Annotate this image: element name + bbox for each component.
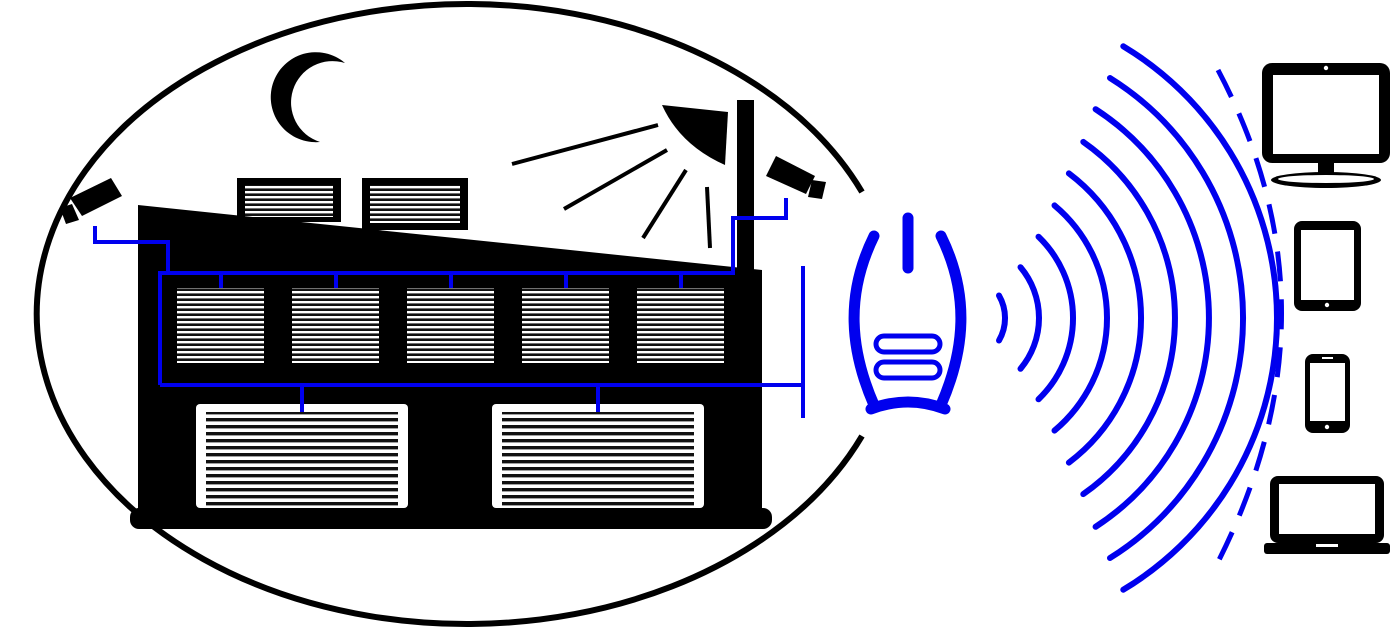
wireless-hub-icon bbox=[848, 212, 967, 415]
signal-arc bbox=[1065, 170, 1145, 466]
device-link-line bbox=[1215, 68, 1284, 564]
floodlight-icon bbox=[511, 100, 754, 270]
moon-icon bbox=[270, 52, 345, 143]
smartphone-icon bbox=[1305, 354, 1350, 433]
signal-arc bbox=[1092, 106, 1212, 530]
wireless-signal-icon bbox=[996, 43, 1280, 593]
wired-network-line bbox=[93, 198, 805, 418]
vent-icon bbox=[237, 178, 341, 222]
tablet-icon bbox=[1294, 221, 1361, 311]
security-camera-icon bbox=[760, 156, 826, 211]
laptop-icon bbox=[1264, 476, 1390, 554]
vent-icon bbox=[362, 178, 468, 230]
building-window bbox=[522, 288, 609, 363]
signal-arc bbox=[1051, 202, 1110, 434]
building-window bbox=[407, 288, 494, 363]
security-camera-icon bbox=[60, 178, 131, 239]
site-boundary-ellipse bbox=[33, 1, 865, 627]
signal-arc bbox=[1120, 43, 1280, 593]
building-window bbox=[637, 288, 724, 363]
building-window bbox=[292, 288, 379, 363]
signal-arc bbox=[996, 292, 1008, 344]
desktop-monitor-icon bbox=[1262, 63, 1390, 188]
signal-arc bbox=[1017, 264, 1042, 372]
signal-arc bbox=[1035, 233, 1076, 403]
roller-door bbox=[196, 404, 408, 508]
signal-arc bbox=[1107, 75, 1246, 561]
building-window bbox=[177, 288, 264, 363]
roller-door bbox=[492, 404, 704, 508]
signal-arc bbox=[1080, 138, 1178, 498]
building bbox=[130, 205, 772, 529]
